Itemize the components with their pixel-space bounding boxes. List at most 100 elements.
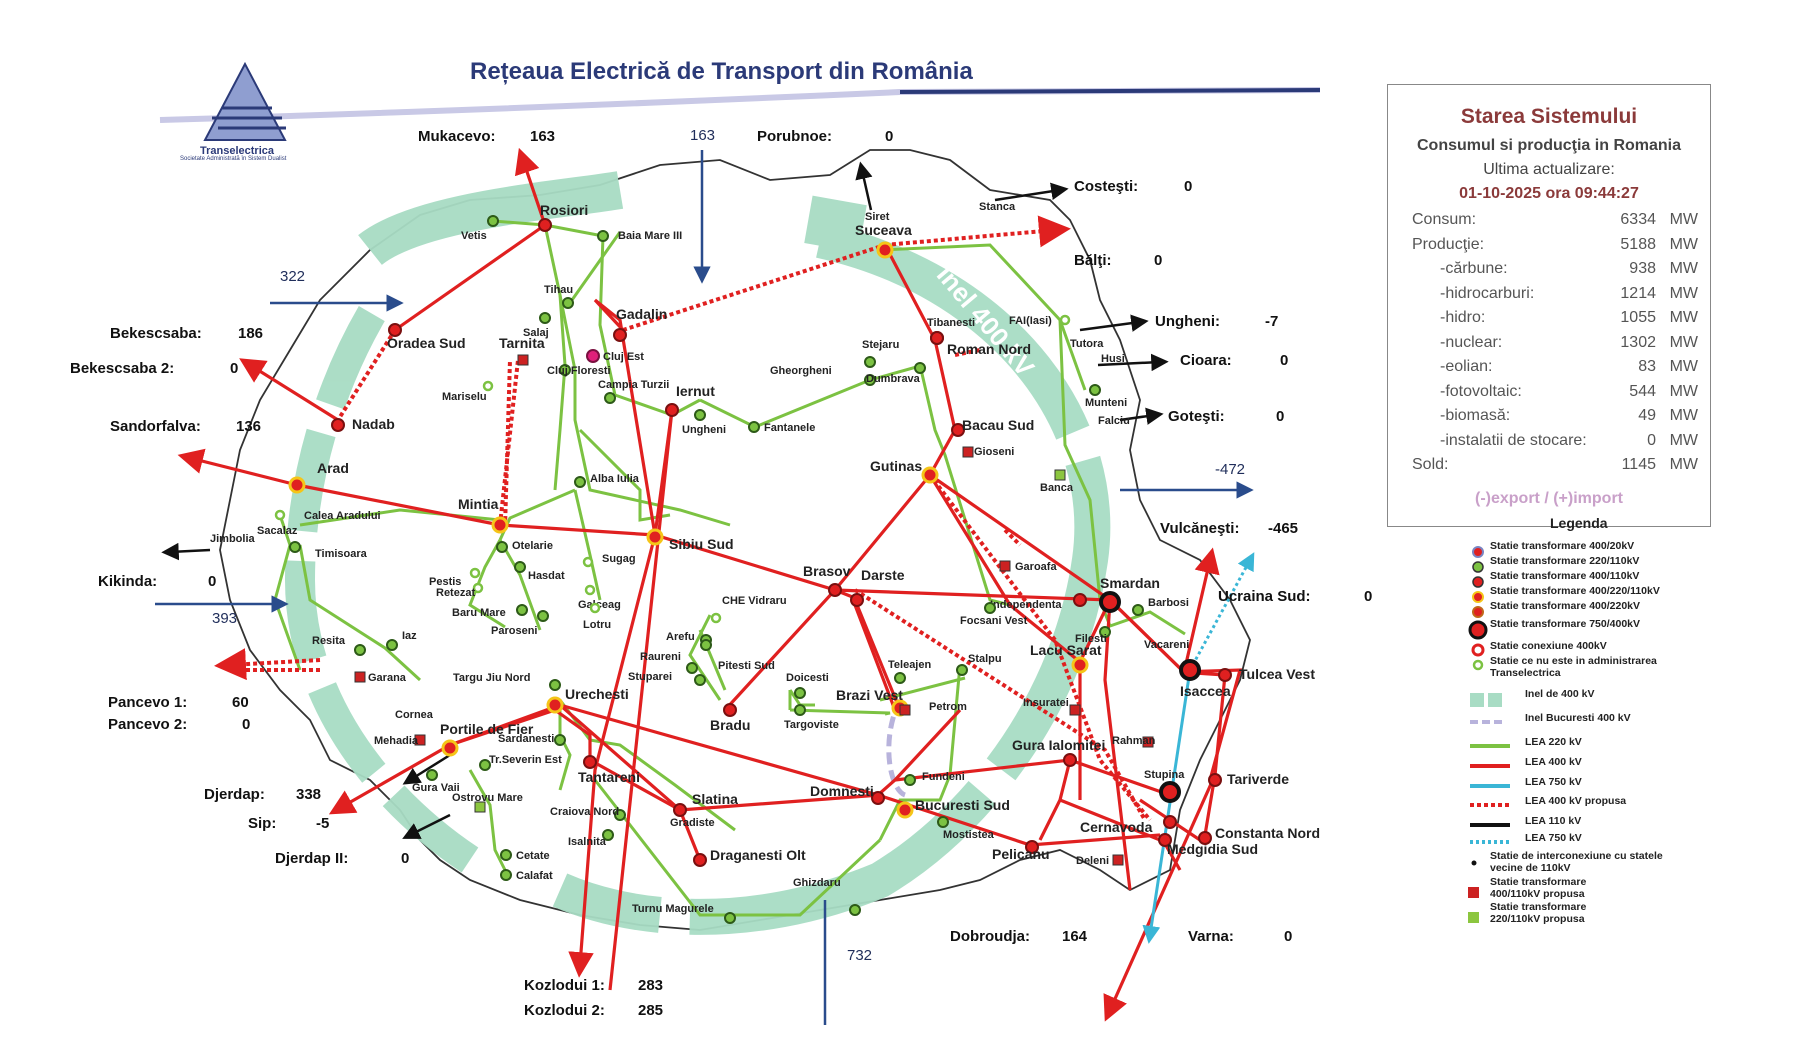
station-label: Insuratei — [1023, 697, 1069, 709]
station-label: Suceava — [855, 222, 912, 238]
station-label: Timisoara — [315, 548, 368, 560]
station-node: Pelicanu — [992, 840, 1050, 862]
legend-item: Statie de interconexiune cu statele veci… — [1490, 850, 1663, 874]
station-label: Sacalaz — [257, 525, 298, 537]
station-label: Targoviste — [784, 719, 839, 731]
station-label: Domnesti — [810, 783, 874, 799]
border-total-north: 163 — [690, 127, 716, 144]
station-label: Pitesti Sud — [718, 660, 775, 672]
station-node: Vacareni — [1144, 639, 1189, 651]
station-label: Ungheni — [682, 424, 726, 436]
station-label: Calafat — [516, 870, 553, 882]
station-label: Mehadia — [374, 735, 419, 747]
status-row-label: -hidrocarburi: — [1440, 284, 1535, 302]
update-timestamp: 01-10-2025 ora 09:44:27 — [1459, 185, 1639, 202]
system-status-panel: Starea Sistemului Consumul si producţia … — [1387, 84, 1711, 527]
station-node: Calea Aradului — [274, 509, 381, 522]
station-label: Gioseni — [974, 446, 1014, 458]
station-node: Ostrovu Mare — [452, 792, 523, 813]
station-node: Targu Jiu Nord — [453, 672, 561, 691]
station-label: Sardanesti — [498, 733, 554, 745]
station-node: Stupina — [1144, 769, 1185, 803]
flow-kikinda: Kikinda:0 — [98, 573, 217, 590]
station-node: Cetate — [500, 849, 550, 862]
station-node: Stanca — [979, 201, 1016, 213]
logo-subtitle: Societate Administrată în Sistem Dualist — [180, 156, 287, 162]
legend-item: LEA 750 kV — [1525, 776, 1582, 788]
station-node: Domnesti — [810, 783, 885, 805]
station-label: Arad — [317, 460, 349, 476]
station-label: Tulcea Vest — [1239, 666, 1315, 682]
station-label: Sugag — [602, 553, 636, 565]
station-node: Campia Turzii — [598, 379, 669, 404]
status-row-unit: MW — [1669, 235, 1698, 253]
station-label: Stalpu — [968, 653, 1002, 665]
status-row-label: -eolian: — [1440, 358, 1493, 375]
romania-outline — [219, 149, 1251, 931]
station-node: Jimbolia — [210, 533, 256, 545]
status-row-unit: MW — [1669, 333, 1698, 351]
legend-item: LEA 220 kV — [1525, 736, 1582, 748]
flow-ucraina-sud: Ucraina Sud:0 — [1218, 588, 1373, 605]
station-node: Otelarie — [496, 540, 553, 553]
status-row-value: 1214 — [1620, 284, 1656, 302]
station-node: Portile de Fier — [440, 721, 534, 757]
station-label: Rahman — [1112, 735, 1156, 747]
legend-item: Statie transformare 400/110kV propusa — [1490, 876, 1587, 900]
station-node: Filesti — [1075, 626, 1111, 645]
flow-cioara: Cioara:0 — [1180, 352, 1289, 369]
station-node: Bacau Sud — [951, 417, 1034, 437]
station-node: Craiova Nord — [550, 806, 626, 821]
legend-item: Inel Bucuresti 400 kV — [1525, 712, 1631, 724]
station-label: Roman Nord — [947, 341, 1031, 357]
station-label: Stejaru — [862, 339, 899, 351]
flow-varna: Varna:0 — [1188, 928, 1293, 945]
flow-vulcanesti: Vulcăneşti:-465 — [1160, 520, 1299, 537]
station-node: Calafat — [500, 869, 553, 882]
station-label: Smardan — [1100, 575, 1160, 591]
border-total-arrows — [155, 150, 1254, 1025]
station-node: Gutinas — [870, 458, 939, 484]
station-node: Timisoara — [289, 541, 368, 560]
legend-item: Statie transformare 750/400kV — [1490, 618, 1640, 630]
station-label: Munteni — [1085, 397, 1127, 409]
station-node: Smardan — [1099, 575, 1160, 613]
legend-item: LEA 400 kV propusa — [1525, 795, 1627, 807]
station-label: Vetis — [461, 230, 487, 242]
station-label: Siret — [865, 211, 890, 223]
station-node: Barbosi — [1132, 597, 1189, 616]
station-label: Turnu Magurele — [632, 903, 714, 915]
station-node: Ungheni — [682, 409, 726, 436]
station-label: Brasov — [803, 563, 851, 579]
station-label: Falciu — [1098, 415, 1130, 427]
station-label: Tarnita — [499, 335, 545, 351]
status-row-value: 544 — [1629, 382, 1656, 400]
panel-heading: Starea Sistemului — [1460, 105, 1638, 128]
station-node: Garana — [354, 671, 407, 684]
status-row-value: 1055 — [1620, 309, 1656, 326]
station-label: Oradea Sud — [387, 335, 466, 351]
station-node: Retezat — [436, 582, 484, 599]
station-label: Galceag — [578, 599, 621, 611]
station-node: CHE Vidraru — [710, 595, 787, 624]
station-node: Tulcea Vest — [1218, 666, 1315, 682]
station-node: Deleni — [1076, 854, 1124, 867]
station-label: Otelarie — [512, 540, 553, 552]
station-node: Nadab — [331, 416, 395, 432]
flow-pancevo-2: Pancevo 2:0 — [108, 716, 251, 733]
legend-item: Statie conexiune 400kV — [1490, 640, 1607, 652]
station-node: Pitesti Sud — [700, 639, 775, 672]
station-node: Turnu Magurele — [632, 903, 736, 924]
status-row-value: 6334 — [1620, 211, 1656, 228]
station-node: Gioseni — [962, 446, 1014, 458]
station-label: Gura Ialomitei — [1012, 737, 1105, 753]
status-row-unit: MW — [1669, 358, 1698, 375]
station-node: Rosiori — [538, 202, 588, 232]
status-row-label: Consum: — [1412, 211, 1477, 228]
station-node: Fantanele — [748, 421, 815, 434]
flow-gotesti: Goteşti:0 — [1168, 408, 1285, 425]
station-label: Stupina — [1144, 769, 1185, 781]
